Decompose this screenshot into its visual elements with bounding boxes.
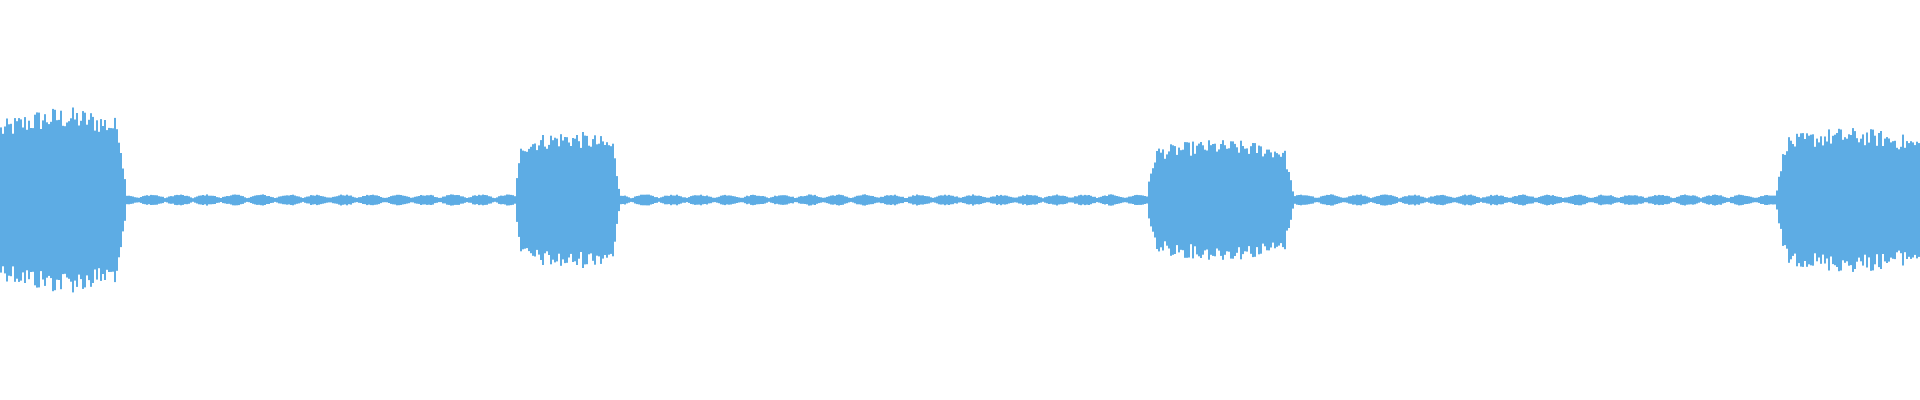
waveform-center-line (0, 199, 1920, 201)
waveform-bars (0, 107, 1920, 293)
